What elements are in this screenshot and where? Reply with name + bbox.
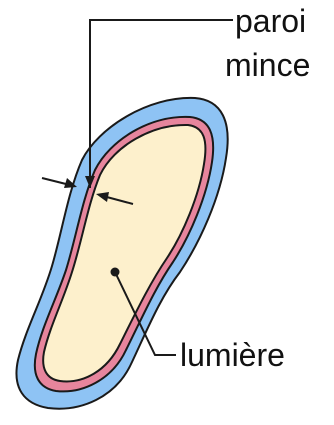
lumen-label: lumière <box>180 337 285 373</box>
wall-label-line2: mince <box>225 47 310 83</box>
wall-label-line1: paroi <box>235 3 306 39</box>
